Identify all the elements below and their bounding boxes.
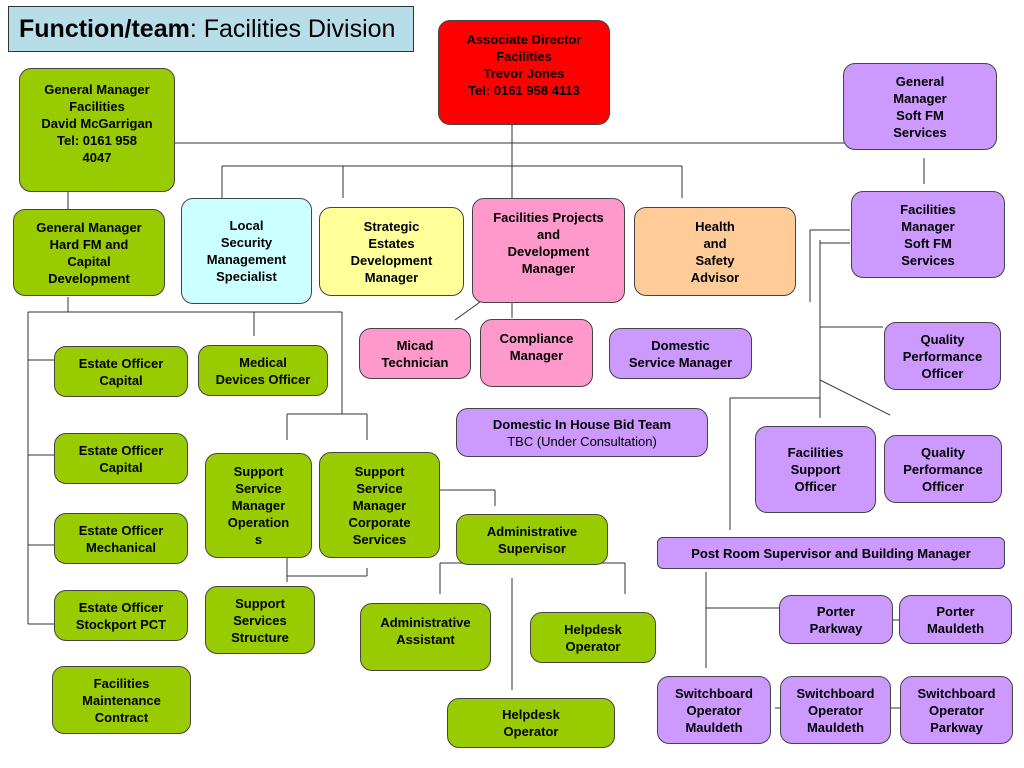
- node-estate-officer-capital-1: Estate Officer Capital: [54, 346, 188, 397]
- node-health-safety: Health and Safety Advisor: [634, 207, 796, 296]
- node-label: Helpdesk Operator: [502, 707, 560, 739]
- node-porter-parkway: Porter Parkway: [779, 595, 893, 644]
- node-label: Facilities Projects and Development Mana…: [493, 210, 604, 276]
- node-strategic-estates: Strategic Estates Development Manager: [319, 207, 464, 296]
- node-label: Compliance Manager: [499, 331, 574, 363]
- node-admin-assistant: Administrative Assistant: [360, 603, 491, 671]
- node-label: Porter Mauldeth: [926, 603, 985, 636]
- node-label: Strategic Estates Development Manager: [350, 218, 433, 285]
- node-label: Switchboard Operator Parkway: [917, 685, 996, 735]
- node-label: General Manager Hard FM and Capital Deve…: [36, 219, 142, 286]
- node-label: General Manager Facilities David McGarri…: [41, 82, 153, 165]
- node-label: General Manager Soft FM Services: [893, 73, 947, 140]
- node-label: Associate Director Facilities Trevor Jon…: [466, 32, 582, 98]
- node-label: Switchboard Operator Mauldeth: [796, 685, 875, 735]
- node-gm-hard-fm: General Manager Hard FM and Capital Deve…: [13, 209, 165, 296]
- node-label: Estate Officer Mechanical: [78, 522, 164, 555]
- node-label: Support Service Manager Corporate Servic…: [348, 463, 411, 547]
- node-associate-director: Associate Director Facilities Trevor Jon…: [438, 20, 610, 125]
- node-label: Facilities Support Officer: [787, 445, 844, 494]
- node-label: Quality Performance Officer: [903, 444, 983, 494]
- node-label: Helpdesk Operator: [564, 621, 622, 654]
- node-label: Estate Officer Capital: [78, 355, 164, 388]
- page-title: Function/team: Facilities Division: [8, 6, 414, 52]
- node-estate-officer-stockport: Estate Officer Stockport PCT: [54, 590, 188, 641]
- node-facilities-support-officer: Facilities Support Officer: [755, 426, 876, 513]
- node-medical-devices-officer: Medical Devices Officer: [198, 345, 328, 396]
- node-label: Porter Parkway: [809, 603, 863, 636]
- node-gm-facilities: General Manager Facilities David McGarri…: [19, 68, 175, 192]
- node-label: Administrative Assistant: [380, 615, 471, 647]
- node-label: Quality Performance Officer: [902, 331, 983, 381]
- node-switchboard-2: Switchboard Operator Mauldeth: [780, 676, 891, 744]
- node-label: Estate Officer Capital: [78, 442, 164, 475]
- node-compliance-manager: Compliance Manager: [480, 319, 593, 387]
- node-label: Support Service Manager Operation s: [227, 464, 290, 547]
- node-helpdesk-operator-2: Helpdesk Operator: [447, 698, 615, 748]
- node-label: Domestic Service Manager: [628, 337, 733, 370]
- node-label: Support Services Structure: [231, 595, 289, 645]
- node-gm-soft-fm: General Manager Soft FM Services: [843, 63, 997, 150]
- node-estate-officer-capital-2: Estate Officer Capital: [54, 433, 188, 484]
- node-label: Estate Officer Stockport PCT: [75, 599, 167, 632]
- bid-team-note: TBC (Under Consultation): [507, 433, 657, 449]
- node-label: Administrative Supervisor: [486, 523, 578, 556]
- node-quality-officer-1: Quality Performance Officer: [884, 322, 1001, 390]
- node-quality-officer-2: Quality Performance Officer: [884, 435, 1002, 503]
- node-label: Facilities Manager Soft FM Services: [900, 201, 956, 268]
- node-domestic-service-manager: Domestic Service Manager: [609, 328, 752, 379]
- node-support-services-structure: Support Services Structure: [205, 586, 315, 654]
- node-label: Local Security Management Specialist: [206, 218, 287, 284]
- node-label: Medical Devices Officer: [215, 354, 311, 387]
- node-label: Post Room Supervisor and Building Manage…: [691, 545, 971, 561]
- node-label: Health and Safety Advisor: [690, 218, 740, 285]
- node-ssm-operations: Support Service Manager Operation s: [205, 453, 312, 558]
- node-post-room-supervisor: Post Room Supervisor and Building Manage…: [657, 537, 1005, 569]
- node-helpdesk-operator-1: Helpdesk Operator: [530, 612, 656, 663]
- node-admin-supervisor: Administrative Supervisor: [456, 514, 608, 565]
- node-micad-technician: Micad Technician: [359, 328, 471, 379]
- node-facilities-maintenance: Facilities Maintenance Contract: [52, 666, 191, 734]
- bid-team-title: Domestic In House Bid Team: [492, 416, 672, 432]
- node-estate-officer-mechanical: Estate Officer Mechanical: [54, 513, 188, 564]
- node-porter-mauldeth: Porter Mauldeth: [899, 595, 1012, 644]
- node-ssm-corporate: Support Service Manager Corporate Servic…: [319, 452, 440, 558]
- node-facilities-projects: Facilities Projects and Development Mana…: [472, 198, 625, 303]
- title-rest: : Facilities Division: [189, 15, 396, 43]
- node-switchboard-1: Switchboard Operator Mauldeth: [657, 676, 771, 744]
- title-bold: Function/team: [19, 15, 190, 43]
- node-facilities-manager-soft: Facilities Manager Soft FM Services: [851, 191, 1005, 278]
- node-local-security: Local Security Management Specialist: [181, 198, 312, 304]
- node-label: Switchboard Operator Mauldeth: [674, 685, 753, 735]
- node-label: Micad Technician: [381, 337, 449, 370]
- node-label: Facilities Maintenance Contract: [82, 675, 161, 725]
- node-switchboard-3: Switchboard Operator Parkway: [900, 676, 1013, 744]
